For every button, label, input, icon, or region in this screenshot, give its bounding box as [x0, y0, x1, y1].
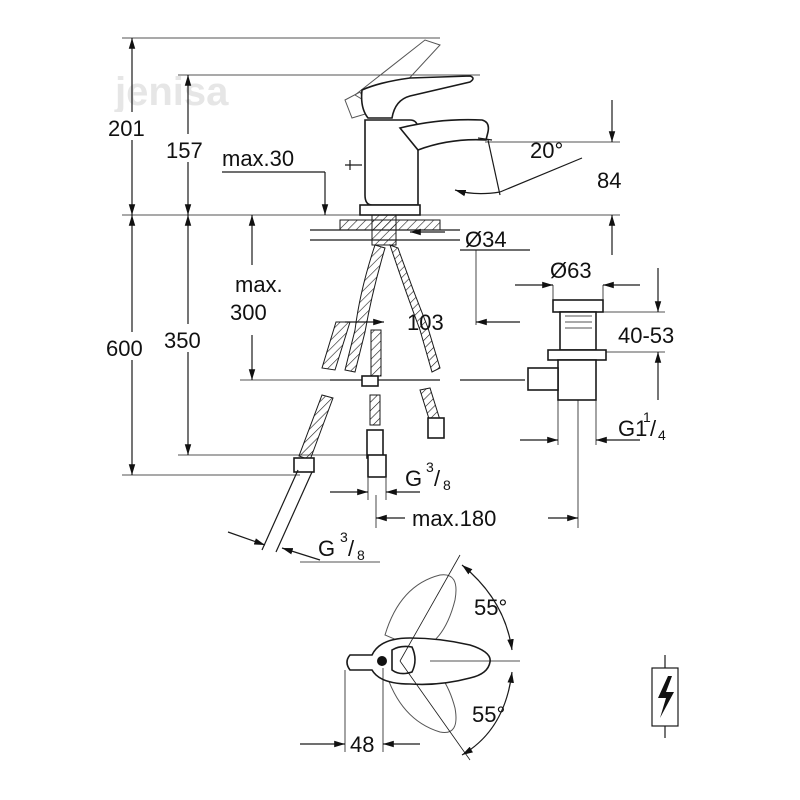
- faucet-handle: [360, 75, 474, 119]
- dim-4053: 40-53: [618, 323, 674, 348]
- connector-left: [293, 457, 315, 473]
- hose-cut-left: [321, 321, 351, 371]
- dim-g38-a: G: [405, 466, 422, 491]
- shank: [371, 214, 397, 246]
- dim-g114: G1: [618, 416, 647, 441]
- dim-84: 84: [597, 168, 621, 193]
- faucet-spout: [398, 118, 490, 151]
- watermark-text: jenisa: [114, 70, 229, 114]
- lightning-bolt-icon: [651, 655, 679, 738]
- dim-g38-a-sub: 8: [443, 477, 451, 493]
- hose-lower-right: [419, 387, 441, 423]
- lever-cap: [391, 645, 416, 675]
- spout-tip: [477, 137, 493, 141]
- angle-line-a: [487, 139, 501, 196]
- dim-g38-b-sub: 8: [357, 547, 365, 563]
- hose-center: [370, 329, 382, 377]
- dim-g38-b-sup: 3: [340, 529, 348, 545]
- faucet-base: [359, 204, 421, 216]
- angle-ray-top: [399, 554, 461, 662]
- drain-nut: [547, 349, 607, 361]
- drain-body: [559, 311, 597, 351]
- dim-g114-sup: 1: [643, 409, 651, 425]
- dim-157: 157: [166, 138, 203, 163]
- angle-arc: [454, 189, 501, 197]
- dim-g38-b-slash: /: [348, 536, 355, 561]
- dim-max30: max.30: [222, 146, 294, 171]
- hose-tail-a: [261, 469, 299, 551]
- angle-leader: [499, 157, 583, 193]
- dim-48: 48: [350, 732, 374, 757]
- installation-section: Ø34: [106, 214, 674, 563]
- lever-top-view: 55° 55° 48: [300, 554, 520, 761]
- hose-lower-left: [298, 394, 334, 461]
- drain-tailpiece: [557, 359, 597, 401]
- dim-arrow-g38-b-left: [227, 531, 266, 546]
- dim-max180: max.180: [412, 506, 496, 531]
- dim-d34: Ø34: [465, 227, 507, 252]
- dim-g114-sub: 4: [658, 427, 666, 443]
- dim-350: 350: [164, 328, 201, 353]
- dim-600: 600: [106, 336, 143, 361]
- rod-clamp: [361, 375, 379, 387]
- dim-arrow-g38-b-right: [281, 547, 321, 561]
- dim-angle-55-bottom: 55°: [472, 702, 505, 727]
- dim-103: 103: [407, 310, 444, 335]
- lever-ghost-left: [384, 574, 457, 651]
- drain-assembly: [527, 299, 607, 401]
- dim-angle-55-top: 55°: [474, 595, 507, 620]
- hose-lower-center: [369, 394, 381, 426]
- hose-tail-b: [275, 471, 313, 553]
- faucet-elevation: 201 157 max.30 20° 84: [108, 37, 621, 255]
- hose-left: [344, 244, 386, 373]
- connector-right: [427, 417, 445, 439]
- connector-center-nut: [367, 454, 387, 478]
- arc-55-top: [461, 564, 514, 651]
- connector-center: [366, 429, 384, 459]
- angle-ray-bottom: [399, 660, 471, 761]
- drain-lever-housing: [527, 367, 559, 391]
- popup-rod: [345, 160, 362, 170]
- dim-g38-b: G: [318, 536, 335, 561]
- drain-flange: [552, 299, 604, 313]
- dim-g114-slash: /: [650, 416, 657, 441]
- arc-55-bottom: [461, 671, 514, 756]
- dim-g38-a-sup: 3: [426, 459, 434, 475]
- dim-max300-b: 300: [230, 300, 267, 325]
- dim-max300-a: max.: [235, 272, 283, 297]
- hose-right: [389, 244, 441, 373]
- lever-indicator-dot: [377, 656, 387, 666]
- dim-d63: Ø63: [550, 258, 592, 283]
- dim-201: 201: [108, 116, 145, 141]
- dim-g38-a-slash: /: [434, 466, 441, 491]
- symbol-bolt: [658, 676, 674, 718]
